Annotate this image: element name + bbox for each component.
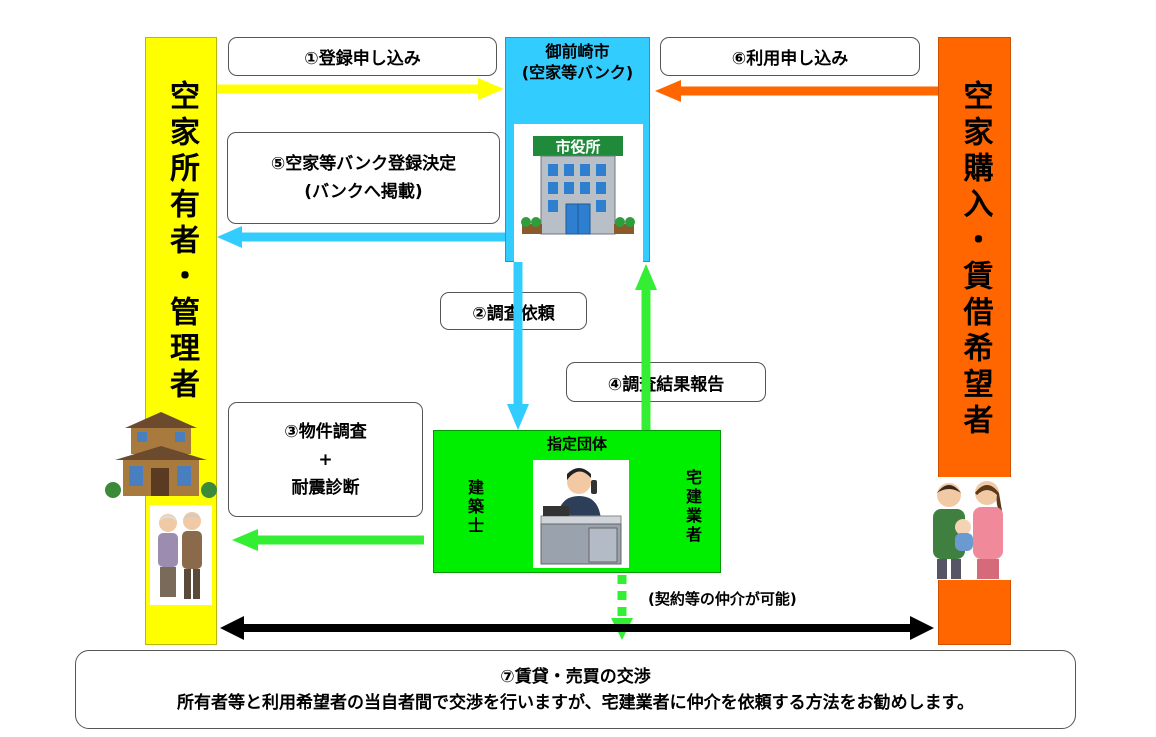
step4-text: ④調査結果報告 [607,374,725,395]
step3-arrow [232,529,424,551]
negotiation-title: ⑦賃貸・売買の交渉 [500,667,651,687]
house-image [105,410,217,500]
negotiation-text: 所有者等と利用希望者の当自者間で交渉を行いますが、宅建業者に仲介を依頼する方法を… [177,693,974,713]
city-hall-box: 御前崎市 (空家等バンク) 市役所 [505,37,650,272]
realtor-label: 宅建業者 [683,469,702,545]
step4-arrow [635,264,657,430]
step2-arrow [507,262,529,430]
designated-org-title: 指定団体 [546,435,607,453]
designated-org-box: 指定団体 建築士 宅建業者 [433,430,721,573]
step3-plus: + [318,449,333,470]
step4-label: ④調査結果報告 [566,362,766,402]
step1-label: ①登録申し込み [228,37,497,76]
city-hall-building-image: 市役所 [514,124,643,272]
step6-arrow [655,80,938,102]
step1-text: ①登録申し込み [304,49,421,69]
mediation-note: (契約等の仲介が可能) [648,590,797,608]
city-hall-sign: 市役所 [555,138,600,156]
step3-text-line1: ③物件調査 [284,421,367,442]
step1-arrow [217,78,504,100]
step3-label: ③物件調査 + 耐震診断 [228,402,423,517]
negotiation-double-arrow [220,616,934,640]
step5-text-line2: (バンクへ掲載) [304,182,423,202]
architect-label: 建築士 [465,479,484,536]
step5-label: ⑤空家等バンク登録決定 (バンクへ掲載) [227,132,500,224]
step6-label: ⑥利用申し込み [660,37,920,76]
city-bank-name: (空家等バンク) [521,63,634,82]
step5-text-line1: ⑤空家等バンク登録決定 [270,154,457,174]
owner-label: 空家所有者・管理者 [164,80,199,404]
office-worker-image [533,460,629,568]
step6-text: ⑥利用申し込み [731,49,849,69]
buyer-label: 空家購入・賃借希望者 [957,80,993,440]
step5-arrow [217,226,505,248]
negotiation-box: ⑦賃貸・売買の交渉 所有者等と利用希望者の当自者間で交渉を行いますが、宅建業者に… [75,650,1076,729]
step3-text-line3: 耐震診断 [291,477,360,498]
elderly-couple-image [150,505,212,605]
family-image [919,477,1019,580]
city-name: 御前崎市 [545,42,610,61]
